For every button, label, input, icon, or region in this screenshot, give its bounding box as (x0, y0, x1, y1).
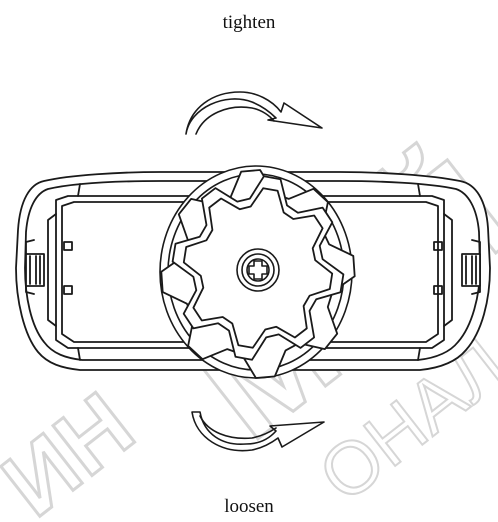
loosen-arrow-icon (191, 411, 325, 452)
loosen-label: loosen (224, 496, 274, 517)
tighten-label: tighten (222, 12, 276, 33)
tighten-arrow-icon (185, 91, 323, 135)
screw-icon (236, 248, 280, 292)
